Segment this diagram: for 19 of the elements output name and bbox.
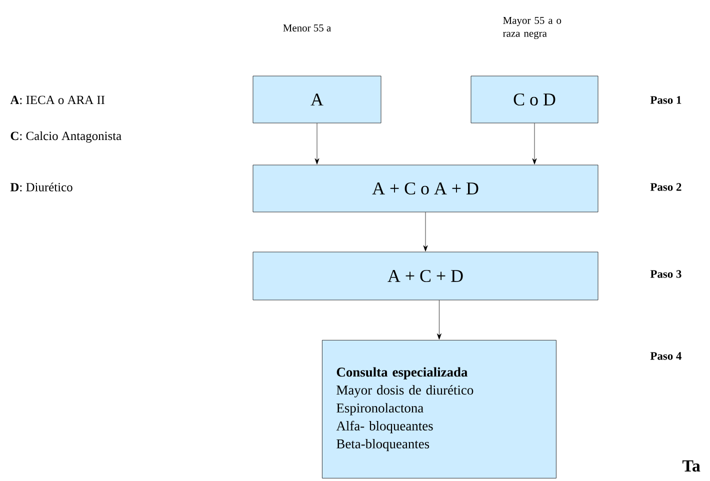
legend-text: C: Calcio Antagonista xyxy=(10,131,122,143)
cut-off-text: Ta xyxy=(682,460,700,472)
column-heading: Mayor 55 a o raza negra xyxy=(503,16,562,40)
arrow xyxy=(314,123,320,164)
column-heading: Menor 55 a xyxy=(283,24,331,32)
treatment-box: Consulta especializada Mayor dosis de diurético Espironolactona Alfa- bloqueantes Beta-bloqueantes xyxy=(322,340,556,478)
step-box: A + C + D xyxy=(252,252,598,300)
step-box: A xyxy=(252,76,382,124)
legend-text: A: IECA o ARA II xyxy=(10,96,105,104)
step-label: Paso 2 xyxy=(650,183,682,191)
step-label: Paso 1 xyxy=(650,96,682,104)
step-box: A + C o A + D xyxy=(252,164,598,212)
arrow xyxy=(423,212,428,252)
arrow xyxy=(436,300,442,340)
step-label: Paso 3 xyxy=(650,270,682,278)
legend-text: D: Diurético xyxy=(10,182,72,192)
arrow xyxy=(532,123,537,164)
step-label: Paso 4 xyxy=(650,352,682,360)
step-box: C o D xyxy=(470,76,598,124)
